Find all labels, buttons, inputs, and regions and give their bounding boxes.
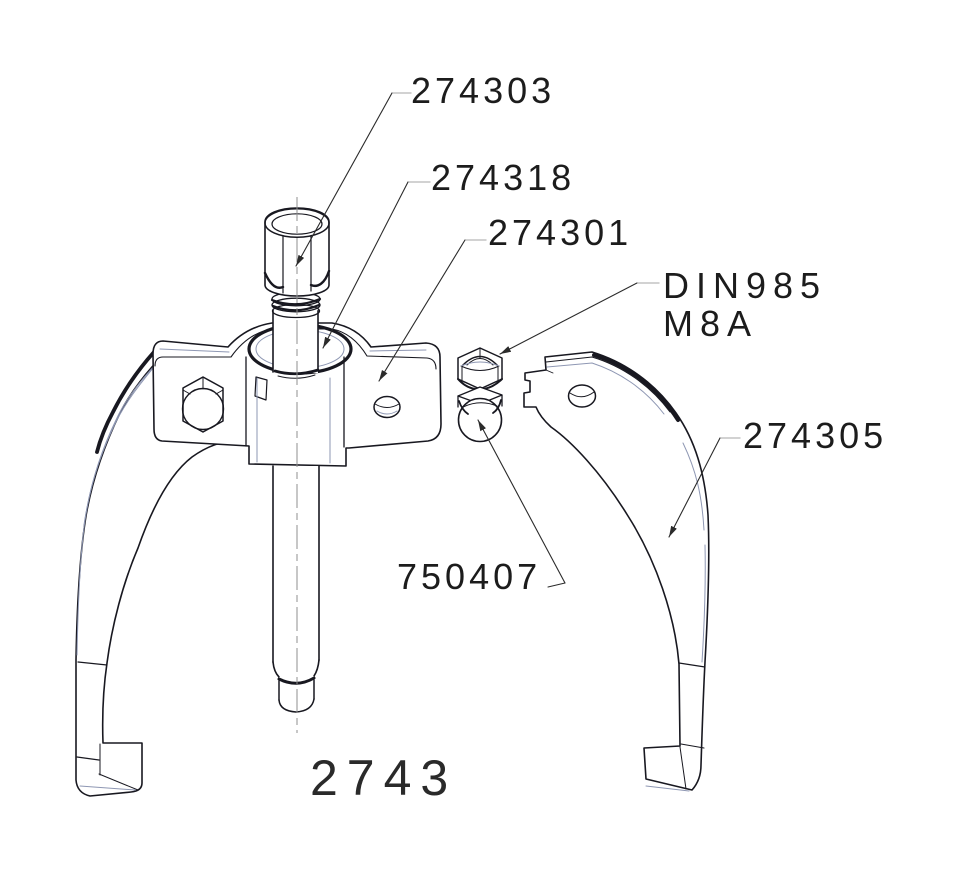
callout-spindle-head: 274303 (411, 70, 556, 111)
left-arm-shade-band (95, 350, 156, 454)
right-arm (523, 351, 710, 791)
leader-274305 (668, 437, 721, 538)
leader-din985 (499, 282, 638, 355)
callout-nut-spec-line1: DIN985 (663, 265, 828, 306)
leader-274318 (322, 181, 409, 349)
arm-bolt (457, 386, 503, 443)
callout-spindle: 274318 (431, 157, 576, 198)
leader-750407 (477, 419, 566, 584)
arm-pivot-hole (567, 384, 597, 408)
callout-body: 274301 (488, 212, 633, 253)
right-arm-shade-band (592, 353, 680, 422)
lock-nut (457, 347, 503, 390)
leader-274301 (378, 239, 466, 382)
spindle (263, 207, 331, 713)
leader-ticks (392, 92, 741, 439)
hub-tab (254, 376, 268, 401)
leader-750407-tail (547, 582, 566, 588)
leader-lines (295, 92, 721, 588)
right-arm-thin-lines (546, 362, 706, 792)
leader-274303 (295, 92, 393, 267)
right-arm-silhouette (523, 351, 710, 791)
model-number: 2743 (310, 750, 458, 806)
left-arm-thin-lines (76, 356, 164, 791)
callout-arm: 274305 (743, 415, 888, 456)
callout-nut-spec-line2: M8A (663, 303, 759, 344)
nut-thin-lines (460, 361, 500, 367)
callout-bolt: 750407 (397, 556, 542, 597)
